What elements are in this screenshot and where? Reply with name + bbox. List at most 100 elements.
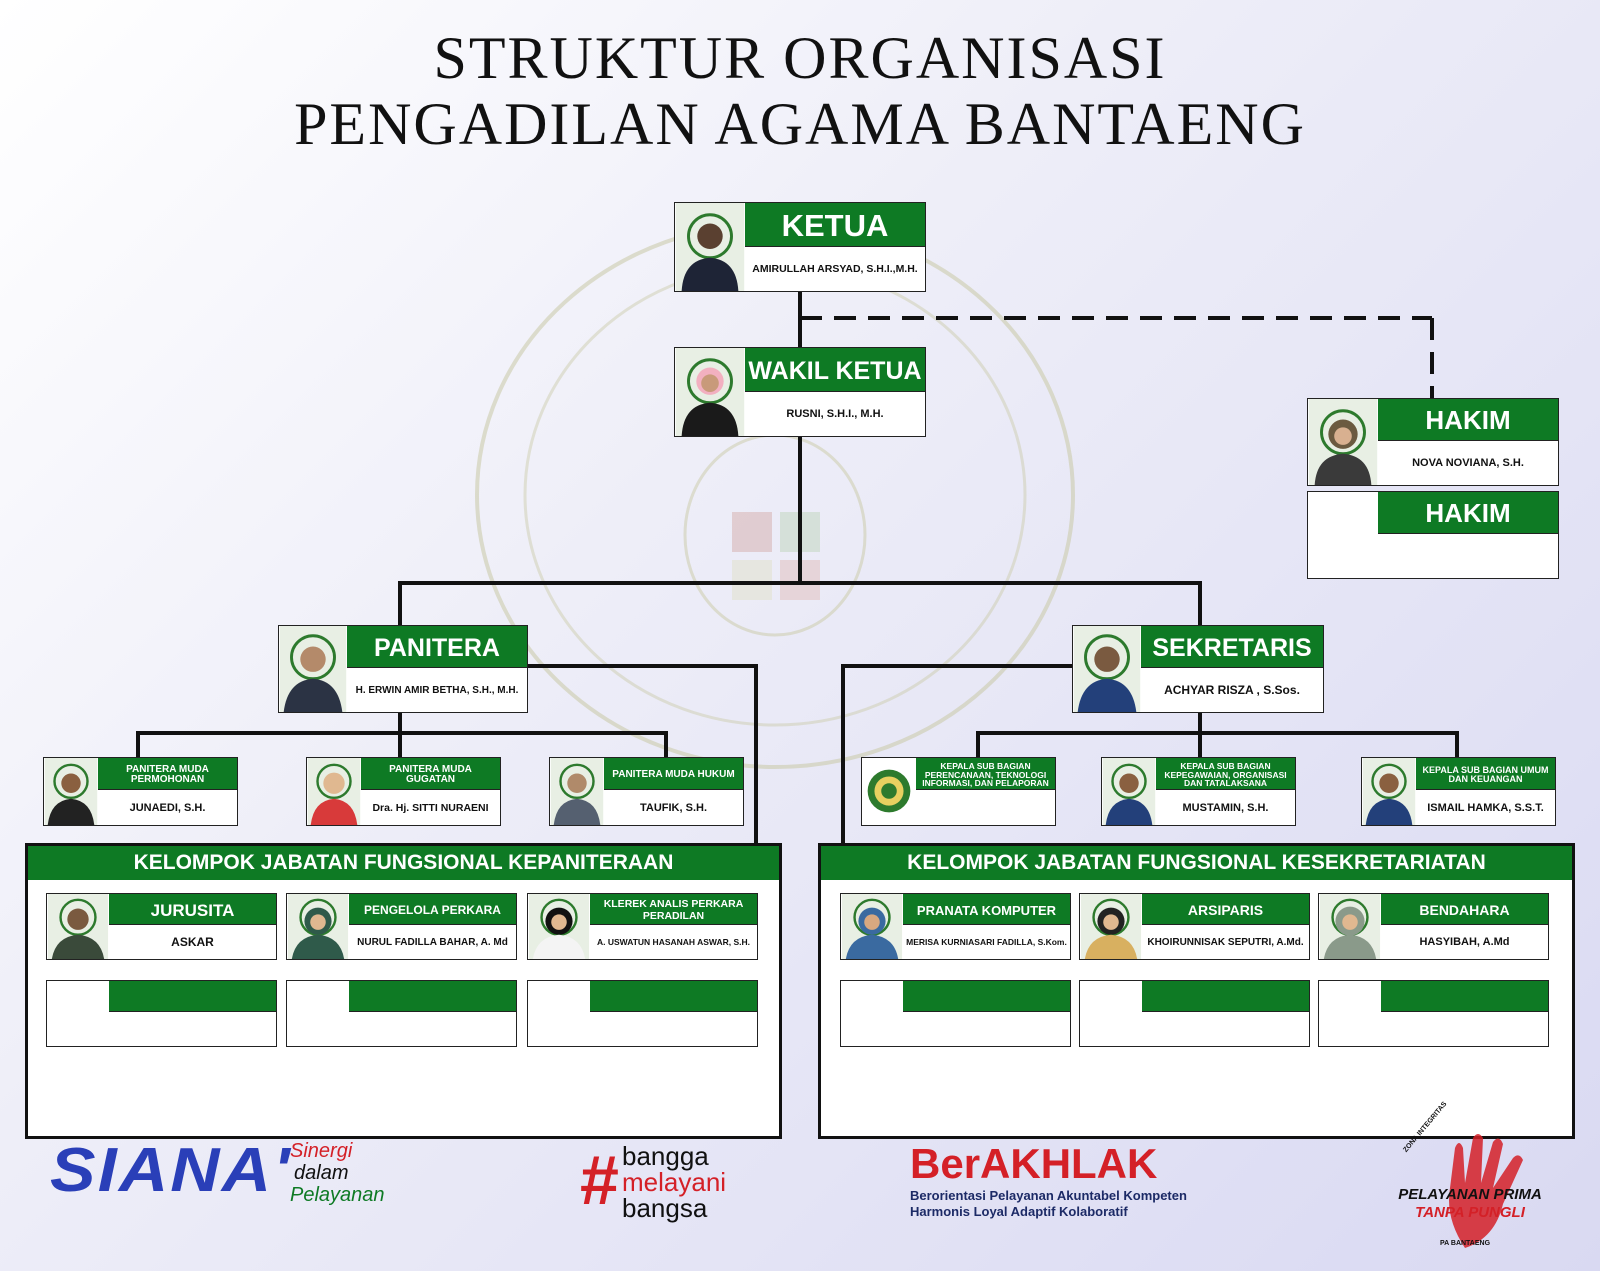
- klerek-name: A. USWATUN HASANAH ASWAR, S.H.: [590, 924, 757, 959]
- kasubag-ptip-photo: [862, 758, 917, 825]
- zona-main-text-2: TANPA PUNGLI: [1415, 1204, 1525, 1221]
- panitera-muda-permohonan-card: PANITERA MUDA PERMOHONAN JUNAEDI, S.H.: [43, 757, 238, 826]
- pengelola-name: NURUL FADILLA BAHAR, A. Md: [349, 924, 516, 959]
- hakim-card-2: HAKIM: [1307, 491, 1559, 579]
- person-photo-icon: [528, 894, 590, 959]
- person-photo-icon: [1073, 626, 1141, 712]
- jurusita-card: JURUSITA ASKAR: [46, 893, 277, 960]
- empty-photo: [1080, 981, 1143, 1046]
- hakim-1-role: HAKIM: [1378, 399, 1558, 443]
- klerek-photo: [528, 894, 591, 959]
- kepaniteraan-empty-card-2: [286, 980, 517, 1047]
- person-photo-icon: [1080, 894, 1142, 959]
- kesekretariatan-empty-card-2: [1079, 980, 1310, 1047]
- wakil-ketua-name: RUSNI, S.H.I., M.H.: [745, 391, 925, 436]
- panitera-photo: [279, 626, 348, 712]
- person-photo-icon: [841, 894, 903, 959]
- arsiparis-photo: [1080, 894, 1143, 959]
- kasubag-umum-photo: [1362, 758, 1417, 825]
- hakim-1-name: NOVA NOVIANA, S.H.: [1378, 440, 1558, 485]
- kasubag-kepeg-role: KEPALA SUB BAGIAN KEPEGAWAIAN, ORGANISAS…: [1156, 758, 1295, 792]
- wakil-ketua-photo: [675, 348, 746, 436]
- jurusita-name: ASKAR: [109, 924, 276, 959]
- person-photo-icon: [550, 758, 604, 825]
- empty-role: [349, 981, 516, 1014]
- panitera-role: PANITERA: [347, 626, 527, 670]
- bendahara-name: HASYIBAH, A.Md: [1381, 924, 1548, 959]
- kesekretariatan-empty-card-3: [1318, 980, 1549, 1047]
- empty-photo: [47, 981, 110, 1046]
- pm-gugatan-photo: [307, 758, 362, 825]
- empty-name: [1381, 1011, 1548, 1046]
- bangga-melayani-bangsa-logo: # bangga melayani bangsa: [580, 1143, 780, 1223]
- sekretaris-name: ACHYAR RISZA , S.Sos.: [1141, 667, 1323, 712]
- pranata-komputer-card: PRANATA KOMPUTER MERISA KURNIASARI FADIL…: [840, 893, 1071, 960]
- wakil-ketua-role: WAKIL KETUA: [745, 348, 925, 394]
- sekretaris-role: SEKRETARIS: [1141, 626, 1323, 670]
- siana-tagline-3: Pelayanan: [290, 1184, 385, 1206]
- hashtag-icon: #: [580, 1141, 619, 1219]
- sekretaris-photo: [1073, 626, 1142, 712]
- pengelola-role: PENGELOLA PERKARA: [349, 894, 516, 927]
- person-photo-icon: [1362, 758, 1416, 825]
- hakim-card-1: HAKIM NOVA NOVIANA, S.H.: [1307, 398, 1559, 486]
- bendahara-photo: [1319, 894, 1382, 959]
- empty-role: [903, 981, 1070, 1014]
- jurusita-role: JURUSITA: [109, 894, 276, 927]
- group-kepaniteraan-title: KELOMPOK JABATAN FUNGSIONAL KEPANITERAAN: [28, 846, 779, 880]
- person-photo-icon: [47, 894, 109, 959]
- kesekretariatan-empty-card-1: [840, 980, 1071, 1047]
- pm-permohonan-photo: [44, 758, 99, 825]
- zona-integritas-logo: ZONA INTEGRITAS PELAYANAN PRIMA TANPA PU…: [1395, 1101, 1565, 1263]
- wakil-ketua-card: WAKIL KETUA RUSNI, S.H.I., M.H.: [674, 347, 926, 437]
- person-photo-icon: [279, 626, 347, 712]
- bangga-line-1: bangga: [622, 1141, 709, 1171]
- kepaniteraan-empty-card-1: [46, 980, 277, 1047]
- kepaniteraan-empty-card-3: [527, 980, 758, 1047]
- kasubag-umum-role: KEPALA SUB BAGIAN UMUM DAN KEUANGAN: [1416, 758, 1555, 792]
- pm-hukum-photo: [550, 758, 605, 825]
- panitera-muda-gugatan-card: PANITERA MUDA GUGATAN Dra. Hj. SITTI NUR…: [306, 757, 501, 826]
- person-photo-icon: [307, 758, 361, 825]
- panitera-muda-hukum-card: PANITERA MUDA HUKUM TAUFIK, S.H.: [549, 757, 744, 826]
- hakim-2-role: HAKIM: [1378, 492, 1558, 536]
- siana-logo: SIANA': [50, 1135, 289, 1206]
- kasubag-ptip-name: [916, 789, 1055, 825]
- empty-role: [1142, 981, 1309, 1014]
- berakhlak-logo: BerAKHLAK Berorientasi Pelayanan Akuntab…: [910, 1140, 1187, 1220]
- kasubag-kepeg-photo: [1102, 758, 1157, 825]
- ketua-photo: [675, 203, 746, 291]
- siana-logo-text: SIANA': [50, 1136, 292, 1205]
- bangga-line-3: bangsa: [622, 1193, 708, 1223]
- zona-bottom-text: PA BANTAENG: [1440, 1240, 1491, 1247]
- red-handprint-icon: [1449, 1134, 1523, 1248]
- empty-name: [109, 1011, 276, 1046]
- empty-name: [1142, 1011, 1309, 1046]
- siana-tagline-2: dalam: [294, 1162, 349, 1184]
- pm-hukum-name: TAUFIK, S.H.: [604, 789, 743, 825]
- pranata-role: PRANATA KOMPUTER: [903, 894, 1070, 927]
- court-logo-icon: [862, 758, 916, 825]
- ketua-name: AMIRULLAH ARSYAD, S.H.I.,M.H.: [745, 246, 925, 291]
- empty-photo: [841, 981, 904, 1046]
- zona-main-text-1: PELAYANAN PRIMA: [1398, 1186, 1542, 1203]
- sekretaris-card: SEKRETARIS ACHYAR RISZA , S.Sos.: [1072, 625, 1324, 713]
- person-photo-icon: [1308, 399, 1378, 485]
- pm-gugatan-role: PANITERA MUDA GUGATAN: [361, 758, 500, 792]
- kasubag-kepeg-name: MUSTAMIN, S.H.: [1156, 789, 1295, 825]
- page-title-line1: STRUKTUR ORGANISASI: [433, 25, 1167, 91]
- person-photo-icon: [675, 203, 745, 291]
- klerek-card: KLEREK ANALIS PERKARA PERADILAN A. USWAT…: [527, 893, 758, 960]
- person-photo-icon: [1319, 894, 1381, 959]
- person-photo-icon: [44, 758, 98, 825]
- ketua-card: KETUA AMIRULLAH ARSYAD, S.H.I.,M.H.: [674, 202, 926, 292]
- hakim-2-photo-empty: [1308, 492, 1379, 578]
- berakhlak-line-2: Harmonis Loyal Adaptif Kolaboratif: [910, 1204, 1128, 1219]
- person-photo-icon: [287, 894, 349, 959]
- bendahara-role: BENDAHARA: [1381, 894, 1548, 927]
- empty-name: [349, 1011, 516, 1046]
- ketua-role: KETUA: [745, 203, 925, 249]
- arsiparis-role: ARSIPARIS: [1142, 894, 1309, 927]
- hakim-2-name: [1378, 533, 1558, 578]
